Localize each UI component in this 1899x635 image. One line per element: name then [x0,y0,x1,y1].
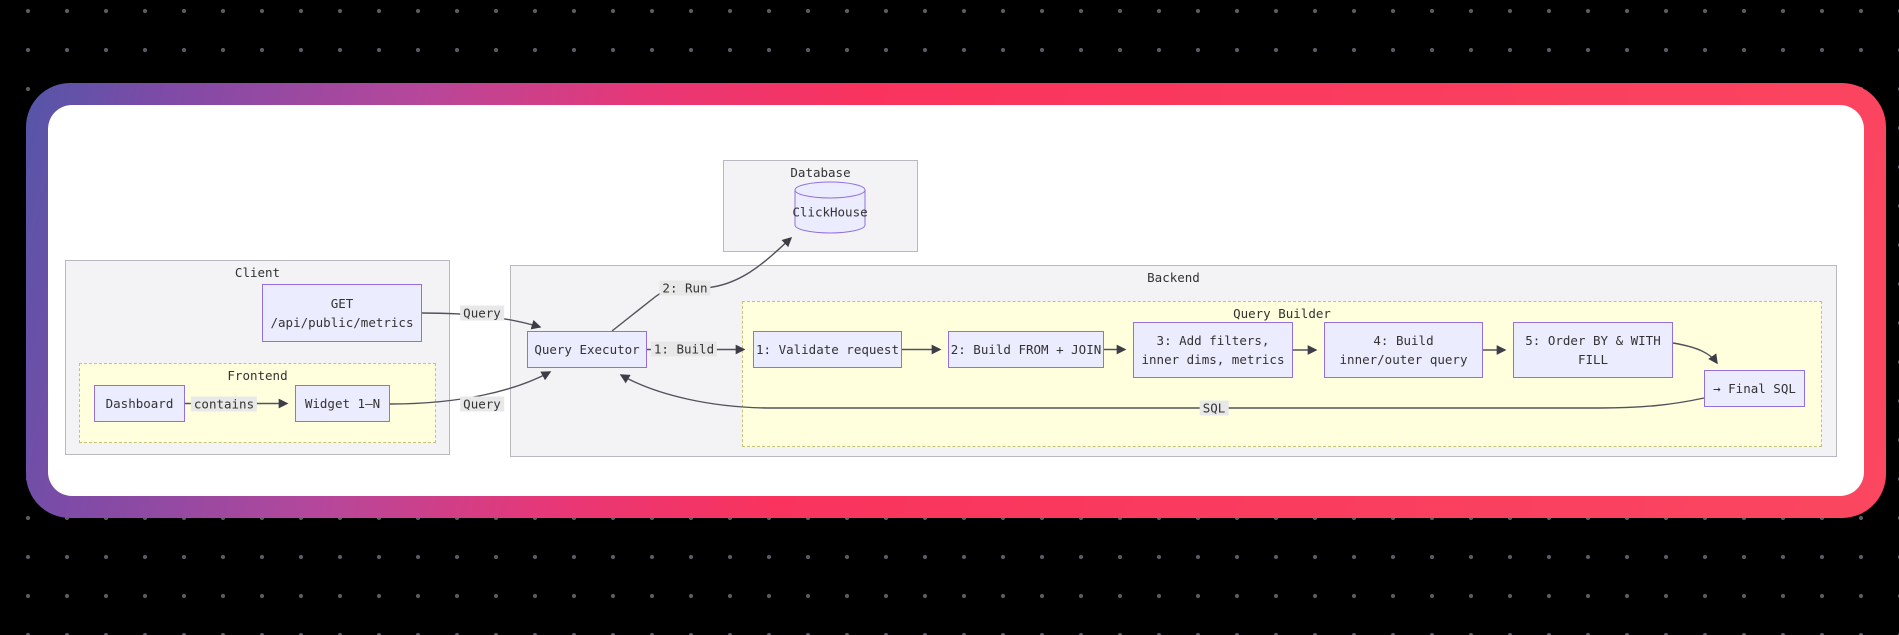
node-query-executor: Query Executor [527,331,647,368]
node-step1-validate: 1: Validate request [753,331,902,368]
cluster-backend-title: Backend [1147,270,1200,285]
cluster-query-builder-title: Query Builder [1233,306,1331,321]
edge-label-query-top: Query [460,305,504,321]
cluster-frontend-title: Frontend [227,368,288,383]
node-dashboard: Dashboard [94,385,185,422]
edge-label-run: 2: Run [659,280,711,296]
node-step3-filters: 3: Add filters, inner dims, metrics [1133,322,1293,378]
node-clickhouse-label: ClickHouse [792,204,868,220]
edge-label-contains: contains [190,396,258,412]
cluster-client-title: Client [234,265,281,280]
node-get-api: GET /api/public/metrics [262,284,422,342]
node-step2-from-join: 2: Build FROM + JOIN [948,331,1104,368]
edge-label-query-bottom: Query [460,396,504,412]
cluster-database-title: Database [790,165,851,180]
node-final-sql: → Final SQL [1704,370,1805,407]
edge-label-build: 1: Build [650,341,718,357]
cluster-database: Database [723,160,918,252]
edge-label-sql: SQL [1199,400,1229,416]
node-widget: Widget 1–N [295,385,390,422]
node-step4-inner-outer: 4: Build inner/outer query [1324,322,1483,378]
node-step5-orderby: 5: Order BY & WITH FILL [1513,322,1673,378]
